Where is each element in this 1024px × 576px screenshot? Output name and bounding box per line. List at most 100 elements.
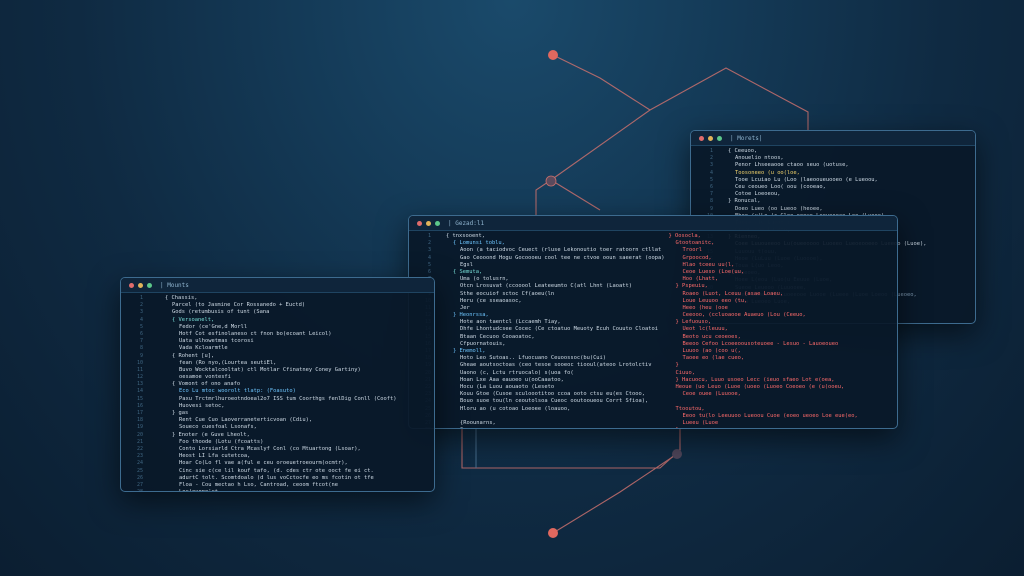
node-bottom	[548, 528, 558, 538]
line-number: 16	[136, 402, 143, 409]
code-line: Conto Lorsiarld Ctra Mcaslyf Conl (co Mt…	[179, 445, 361, 452]
code-line: Tooe Lcuiao Lu (Loo (laeooueuooeo (e Lue…	[735, 176, 878, 183]
line-number: 3	[427, 247, 431, 254]
line-number: 21	[136, 438, 143, 445]
code-line: Ceoe Lueso (Loe(uu,	[682, 268, 745, 275]
code-line: Beoto ucu ceoeoes,	[682, 333, 741, 340]
line-number: 5	[427, 261, 431, 268]
code-line: Toosoneeo (u oo(loe,	[735, 169, 800, 176]
code-line: Hoo (Lhatt,	[682, 276, 719, 283]
code-line: Bouo suoe tou(ln ceoutolsoa Cueoc ooutoo…	[460, 398, 649, 405]
code-line: } Hacuocu, Luuo usoeo Lecc (ieuo sfaeo L…	[675, 376, 835, 383]
line-number: 20	[136, 431, 143, 438]
line-number: 1	[427, 233, 431, 239]
line-number: 13	[136, 381, 143, 388]
code-line: { Versoanelt,	[172, 316, 215, 323]
code-line: Huovesi setoc,	[179, 402, 225, 409]
code-line: { Semuta,	[453, 268, 483, 275]
minimize-dot-icon[interactable]	[426, 220, 431, 226]
code-line: Doeo Lueo (oo Lueoo (heoee,	[735, 205, 823, 212]
code-line: Penor Lhseeaooe ctaoo seuo (uotuse,	[735, 162, 849, 169]
code-window-center[interactable]: | Gezad:l1 12345678910111213141516171819…	[408, 215, 898, 429]
line-number: 9	[139, 352, 143, 359]
code-line: Buvo Wocktalcooltat) ctl Motlar Cfinatne…	[179, 366, 361, 373]
code-line: Uma (o tolusrn,	[460, 276, 509, 283]
code-line: oesamoe vontesfi	[179, 374, 231, 381]
code-line: Cfpuornatouis,	[460, 340, 506, 347]
code-line: Floa - Cou mectao h Lso, Cantroad, ceoom…	[179, 481, 339, 488]
code-line	[439, 413, 664, 420]
code-line: Eco Lu mtoc woorolt tlatp: (Foasuto)	[179, 388, 296, 395]
maximize-dot-icon[interactable]	[717, 135, 722, 141]
line-number: 5	[709, 176, 713, 183]
line-number: 14	[136, 388, 143, 395]
line-number: 9	[709, 205, 713, 212]
code-line: Heoue (uo Leuo (Luoe (uoeo (Luoeo Coeoeo…	[675, 383, 845, 390]
code-line: Gheae aoutsoctoas (ceo tesoe sooeoc tioo…	[460, 362, 652, 369]
line-number: 24	[136, 460, 143, 467]
window-titlebar[interactable]: | Gezad:l1	[409, 216, 897, 231]
code-line: } Heonrssa,	[453, 312, 489, 319]
code-line: Cotoe Loeoeou,	[735, 191, 781, 198]
line-number: 27	[136, 481, 143, 488]
code-line: Ueot lc(leuuu,	[682, 326, 728, 333]
code-line: Uaono (c, Lctu rtruocalo) s(uoa fo(	[460, 369, 574, 376]
minimize-dot-icon[interactable]	[138, 282, 143, 288]
code-line: Aoon (a taciodvoc Ceuect (rluse Lekonout…	[460, 247, 662, 254]
code-line: { Lomunsi toblu,	[453, 240, 505, 247]
code-line: } Lefuouso,	[675, 319, 712, 326]
code-line: { Vomont of ono anafo	[172, 381, 241, 388]
code-line: Foo thoode (Lotu (fcoatts)	[179, 438, 264, 445]
line-number: 26	[136, 474, 143, 481]
line-number: 23	[136, 453, 143, 460]
line-number: 7	[709, 191, 713, 198]
code-line: Heeo (heu (ooe	[682, 304, 728, 311]
line-number: 4	[427, 254, 431, 261]
window-titlebar[interactable]: | Morets|	[691, 131, 975, 146]
code-line: }	[675, 362, 679, 369]
line-number: 12	[136, 374, 143, 381]
code-line: Hlao tceeu uu(l,	[682, 261, 735, 268]
node-top	[548, 50, 558, 60]
code-line: Hocu (La Luou aouaoto (Leseto	[460, 383, 555, 390]
maximize-dot-icon[interactable]	[435, 220, 440, 226]
line-number: 15	[136, 395, 143, 402]
code-line: Sthe eocuiof sctoc Cf(aoeu(ln	[460, 290, 555, 297]
line-number: 4	[709, 169, 713, 176]
line-number: 17	[136, 410, 143, 416]
code-line: Hoan Lxe Aaa eauoeo u(ooCaaatoo,	[460, 376, 564, 383]
code-line: { Ceeuoo,	[728, 148, 758, 154]
code-line: {Roounarns,	[460, 419, 496, 426]
window-titlebar[interactable]: | Mounts	[121, 278, 434, 293]
code-line: Btaan Cecuoo Cooaoatoc,	[460, 333, 535, 340]
code-area[interactable]: 1234567891011121314151617181920212223242…	[409, 231, 897, 428]
code-line: Ttooutou,	[675, 405, 705, 412]
code-line: Kouu Gtoe (Cusoe sculoootitoo ccoa ooto …	[460, 391, 645, 398]
line-number: 2	[709, 155, 713, 162]
code-line: Lec(euono'ct,	[151, 489, 434, 491]
close-dot-icon[interactable]	[129, 282, 134, 288]
line-number: 1	[709, 148, 713, 154]
code-line: Otcn Lrosuvat (ccooool Leateeumto C(atl …	[460, 283, 633, 290]
line-number: 3	[139, 309, 143, 316]
code-line: Parcel (to Jasmine Cor Rossanedo + Euctd…	[172, 302, 306, 309]
code-line: Egsl	[460, 261, 473, 268]
code-line: Ceu ceoueo Loo( oou (cooeao,	[735, 183, 826, 190]
code-line: } Oosocla,	[668, 233, 701, 239]
code-line: Uata ulhowetmas tcorosi	[179, 338, 254, 345]
line-number: 4	[139, 316, 143, 323]
close-dot-icon[interactable]	[417, 220, 422, 226]
close-dot-icon[interactable]	[699, 135, 704, 141]
wire-lower	[552, 453, 678, 534]
code-line: Anouelio ntoos,	[735, 155, 784, 162]
minimize-dot-icon[interactable]	[708, 135, 713, 141]
line-number: 2	[427, 240, 431, 247]
line-number: 3	[709, 162, 713, 169]
line-number: 6	[427, 268, 431, 275]
maximize-dot-icon[interactable]	[147, 282, 152, 288]
code-line: } Enoter (e Guve Lheolt,	[172, 431, 250, 438]
